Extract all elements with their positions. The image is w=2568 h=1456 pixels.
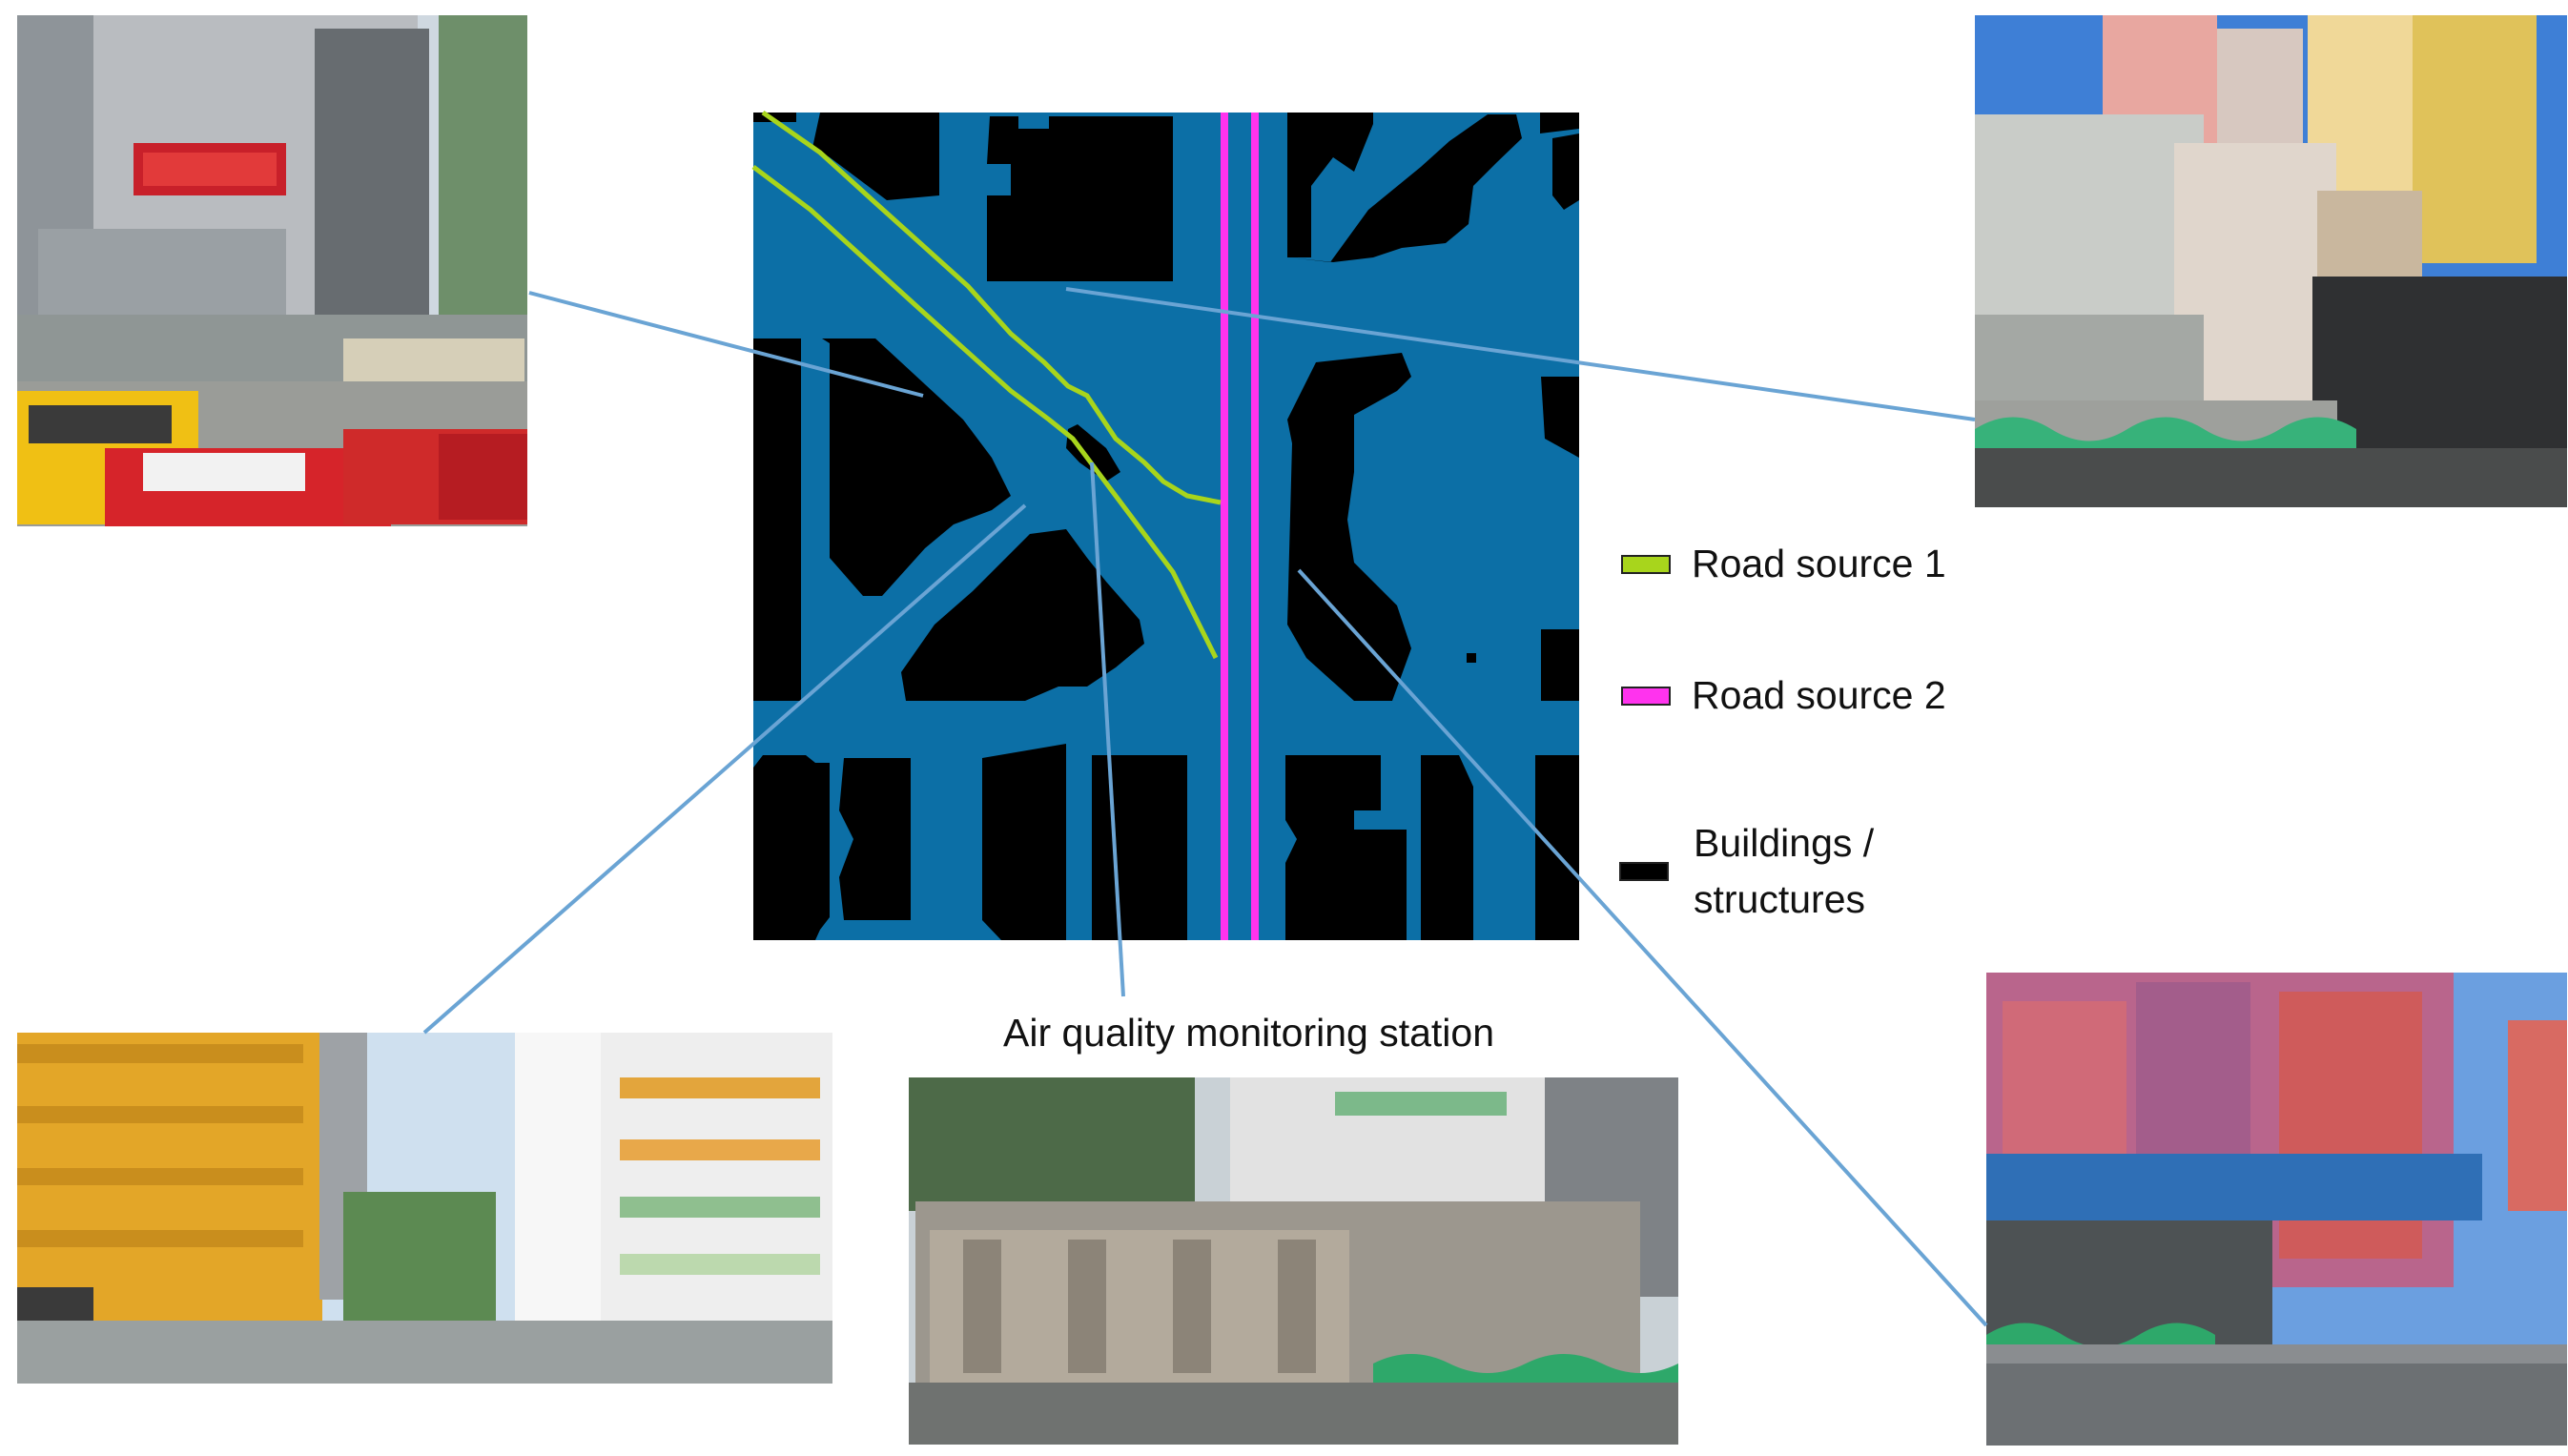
leader-lines <box>422 287 1988 1327</box>
leader-line-bottom-left <box>422 503 1027 1035</box>
legend-buildings: Buildings / structures <box>1619 815 1874 929</box>
legend-road-source-2: Road source 2 <box>1621 667 1946 724</box>
road-source-1-lines <box>751 110 1222 660</box>
station-caption: Air quality monitoring station <box>1003 1011 1495 1055</box>
leader-line-station <box>1090 461 1125 997</box>
leader-line-top-left <box>528 291 924 398</box>
legend-label-road-source-1: Road source 1 <box>1692 542 1946 585</box>
legend-label-road-source-2: Road source 2 <box>1692 673 1946 717</box>
legend-label-buildings-line1: Buildings / <box>1694 821 1875 865</box>
photo-bottom-right <box>1986 973 2567 1446</box>
legend-swatch-road-source-1 <box>1621 554 1671 574</box>
legend-label-buildings-line2: structures <box>1694 877 1865 922</box>
photo-bottom-center <box>909 1077 1678 1445</box>
photo-top-right <box>1975 15 2567 507</box>
legend-swatch-buildings <box>1619 862 1669 882</box>
legend-swatch-road-source-2 <box>1621 686 1671 706</box>
photo-bottom-left <box>17 1033 832 1384</box>
legend-road-source-1: Road source 1 <box>1621 536 1946 592</box>
buildings-layer <box>753 113 1579 940</box>
photo-top-left <box>17 15 527 526</box>
legend-label-buildings: Buildings / structures <box>1694 815 1874 929</box>
road-source-2-lines <box>1221 113 1259 940</box>
leader-line-top-right <box>1065 287 1976 421</box>
urban-map <box>751 110 1579 940</box>
leader-line-bottom-right <box>1297 568 1988 1327</box>
